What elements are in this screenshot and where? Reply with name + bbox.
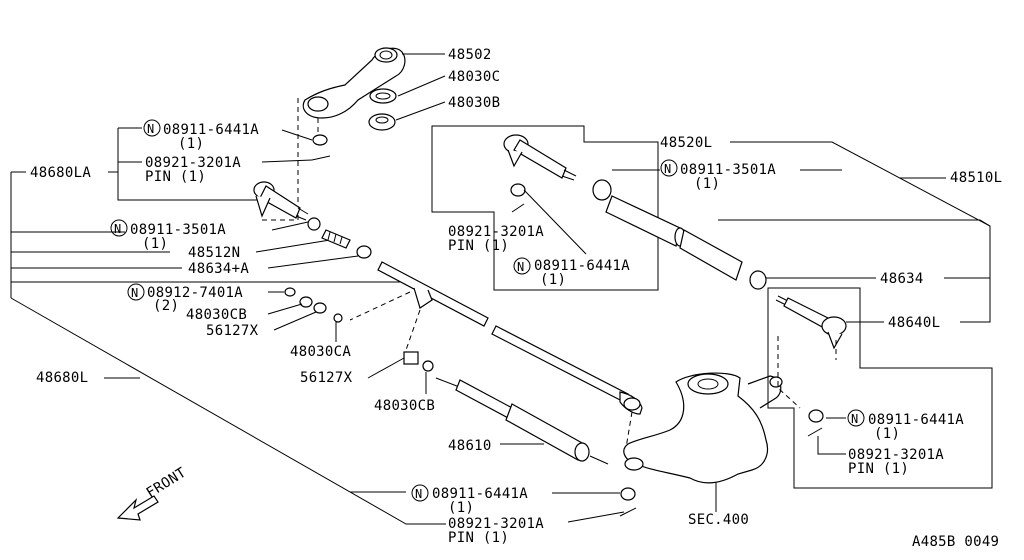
nut-marker-bottom: N xyxy=(415,487,423,501)
label-56127X-1: 56127X xyxy=(206,323,259,339)
label-08911-6441A-right-qty: (1) xyxy=(874,426,900,442)
label-48634: 48634 xyxy=(880,271,924,287)
label-front: FRONT xyxy=(144,465,190,502)
pin-top xyxy=(311,155,331,161)
adjusting-sleeve-48510L xyxy=(592,179,767,290)
nut-bottom xyxy=(619,487,637,517)
label-48520L: 48520L xyxy=(660,135,712,151)
label-08921-3201A-right-pin: PIN (1) xyxy=(848,461,909,477)
nut-marker-top: N xyxy=(147,122,155,136)
label-08921-3201A-bottom-pin: PIN (1) xyxy=(448,530,509,546)
dash-right xyxy=(777,336,837,409)
nut-48030B xyxy=(368,113,396,131)
tie-rod-end-right xyxy=(775,295,847,350)
label-08921-3201A-top: 08921-3201A xyxy=(145,155,241,171)
nut-48512N-area xyxy=(307,217,372,259)
label-08912-7401A-qty: (2) xyxy=(153,298,179,314)
label-48610: 48610 xyxy=(448,438,492,454)
label-08911-3501A-right: 08911-3501A xyxy=(680,162,776,178)
label-08921-3201A-box: 08921-3201A xyxy=(448,224,544,240)
label-48640L: 48640L xyxy=(888,315,940,331)
diagram-code: A485B 0049 xyxy=(912,534,999,550)
washer-48030C xyxy=(369,88,397,104)
label-48510L: 48510L xyxy=(950,170,1002,186)
label-08911-6441A-box-qty: (1) xyxy=(540,272,566,288)
nut-marker-right-bottom: N xyxy=(851,412,859,426)
label-56127X-2: 56127X xyxy=(300,370,353,386)
label-48680LA: 48680LA xyxy=(30,165,91,181)
label-08911-6441A-bottom: 08911-6441A xyxy=(432,486,528,502)
label-08921-3201A-box-pin: PIN (1) xyxy=(448,238,509,254)
label-08911-6441A-box: 08911-6441A xyxy=(534,258,630,274)
label-48680L: 48680L xyxy=(36,370,88,386)
label-08911-6441A-top: 08911-6441A xyxy=(163,122,259,138)
label-48030CB-2: 48030CB xyxy=(374,398,435,414)
label-48634A: 48634+A xyxy=(188,261,249,277)
box-48520L xyxy=(431,125,659,291)
label-48512N: 48512N xyxy=(188,245,240,261)
label-08911-3501A-right-qty: (1) xyxy=(694,176,720,192)
nut-right xyxy=(807,409,824,437)
front-arrow xyxy=(116,495,159,521)
label-48030CA: 48030CA xyxy=(290,344,351,360)
damper-48610 xyxy=(435,377,609,465)
label-08921-3201A-top-pin: PIN (1) xyxy=(145,169,206,185)
label-08912-7401A: 08912-7401A xyxy=(147,285,243,301)
label-08911-3501A-left: 08911-3501A xyxy=(130,222,226,238)
label-08911-6441A-bottom-qty: (1) xyxy=(448,500,474,516)
label-sec400: SEC.400 xyxy=(688,512,749,528)
label-08911-6441A-right: 08911-6441A xyxy=(868,412,964,428)
label-08911-3501A-left-qty: (1) xyxy=(142,236,168,252)
label-08911-6441A-top-qty: (1) xyxy=(178,136,204,152)
label-08921-3201A-bottom: 08921-3201A xyxy=(448,516,544,532)
steering-knuckle xyxy=(623,372,783,484)
nut-marker-left: N xyxy=(114,222,122,236)
label-48030B: 48030B xyxy=(448,95,500,111)
nut-marker-right: N xyxy=(664,162,672,176)
nut-top-small xyxy=(312,134,328,146)
small-parts-left xyxy=(284,287,434,372)
label-48502: 48502 xyxy=(448,47,492,63)
label-48030C: 48030C xyxy=(448,69,500,85)
dash-top xyxy=(262,98,319,221)
nut-marker-08912: N xyxy=(131,286,139,300)
box-48640L xyxy=(767,287,993,489)
nut-marker-box: N xyxy=(517,260,525,274)
dash-center xyxy=(349,291,633,449)
label-48030CB-1: 48030CB xyxy=(186,307,247,323)
tie-rod-end-left xyxy=(253,181,309,221)
relay-rod xyxy=(377,261,643,415)
tie-rod-end-box xyxy=(503,134,577,213)
pitman-arm-48502 xyxy=(302,47,406,119)
label-08921-3201A-right: 08921-3201A xyxy=(848,447,944,463)
